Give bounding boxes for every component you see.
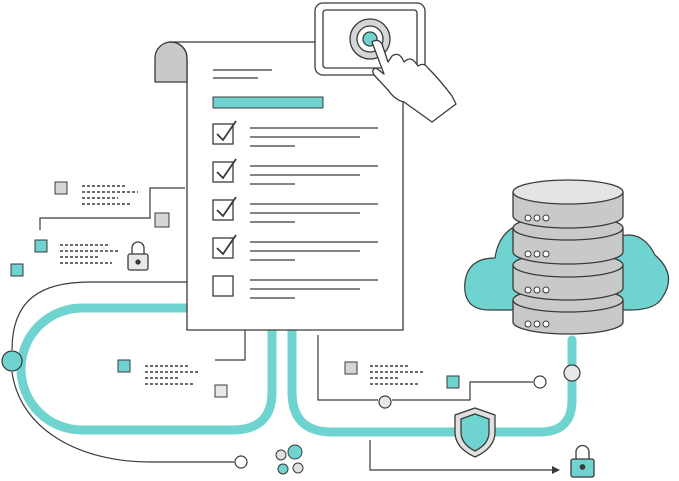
- checkbox: [212, 161, 234, 183]
- connector-right: [317, 335, 378, 401]
- pipe-right: [287, 325, 577, 437]
- checklist-text-lines: [250, 203, 378, 223]
- bubble: [277, 463, 289, 475]
- text-placeholder: [370, 365, 425, 385]
- text-placeholder: [145, 365, 200, 385]
- square: [117, 359, 131, 373]
- connector-top: [39, 187, 185, 230]
- checklist-item: [212, 275, 378, 299]
- connector-left-upper: [11, 281, 187, 351]
- check-icon: [216, 234, 237, 256]
- bubble: [292, 462, 304, 474]
- square: [34, 239, 48, 253]
- node-circle: [563, 364, 581, 382]
- square: [344, 361, 358, 375]
- checkbox: [212, 237, 234, 259]
- checklist-text-lines: [250, 279, 378, 299]
- square: [10, 263, 24, 277]
- node-circle-left: [1, 350, 23, 372]
- square: [446, 375, 460, 389]
- node-circle: [533, 375, 547, 389]
- lock-icon: [127, 241, 149, 271]
- doc-title-bar: [212, 96, 324, 109]
- bubble: [275, 449, 287, 461]
- bubble: [287, 444, 303, 460]
- connector-mid: [215, 330, 246, 361]
- checklist-text-lines: [250, 127, 378, 147]
- node-circle: [378, 395, 392, 409]
- checklist-text-lines: [250, 165, 378, 185]
- node-circle: [234, 455, 248, 469]
- lock-icon: [570, 444, 595, 478]
- checkbox: [212, 275, 234, 297]
- pipe-left-loop: [16, 303, 277, 435]
- connector-left-lower: [11, 371, 234, 463]
- text-placeholder: [82, 185, 138, 205]
- document: [154, 41, 404, 331]
- arrow-head-icon: [552, 466, 560, 474]
- checklist: [212, 120, 378, 299]
- checklist-item: [212, 196, 378, 223]
- hand-pointer-icon: [371, 39, 457, 123]
- connector-arrow: [369, 440, 555, 471]
- database-icon: [512, 179, 624, 335]
- checklist-item: [212, 120, 378, 147]
- checklist-item: [212, 158, 378, 185]
- connector-right2: [392, 381, 533, 401]
- checkbox: [212, 123, 234, 145]
- check-icon: [216, 196, 237, 218]
- checklist-item: [212, 234, 378, 261]
- square: [214, 384, 228, 398]
- check-icon: [216, 120, 237, 142]
- checkbox: [212, 199, 234, 221]
- square: [154, 212, 170, 228]
- square: [54, 181, 68, 195]
- checklist-text-lines: [250, 241, 378, 261]
- check-icon: [216, 158, 237, 180]
- shield-icon: [454, 407, 496, 458]
- doc-header-line: [213, 69, 272, 79]
- text-placeholder: [60, 244, 118, 264]
